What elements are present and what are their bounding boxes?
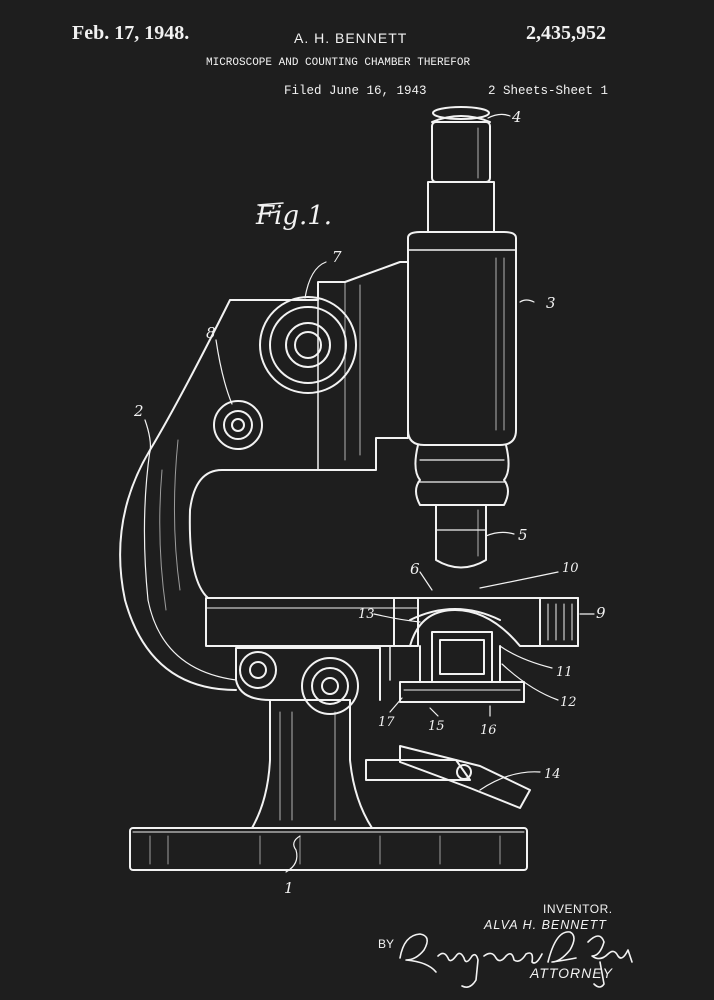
numeral-4: 4 [511, 108, 522, 126]
counting-chamber [379, 608, 525, 703]
leader-lines [144, 113, 595, 873]
inventor-heading: INVENTOR. [543, 902, 613, 916]
patent-date: Feb. 17, 1948. [72, 22, 190, 44]
patent-number: 2,435,952 [526, 22, 606, 44]
sheet-count: 2 Sheets-Sheet 1 [488, 84, 609, 98]
by-label: BY [378, 937, 395, 951]
numeral-1: 1 [284, 879, 294, 897]
numeral-12: 12 [560, 695, 577, 710]
figure-label: Fig.1. [255, 201, 332, 231]
microscope-base [129, 827, 528, 871]
numeral-5: 5 [518, 526, 528, 544]
mirror-lever [365, 745, 531, 809]
body-tube [407, 231, 517, 446]
numeral-10: 10 [562, 561, 579, 576]
filed-date: Filed June 16, 1943 [284, 84, 427, 98]
reference-numerals: 1 2 3 4 5 6 7 8 9 10 11 12 13 14 15 16 1… [133, 108, 606, 897]
fine-focus-knobs [239, 651, 359, 715]
numeral-7: 7 [332, 248, 342, 266]
numeral-15: 15 [428, 719, 445, 734]
patent-title: MICROSCOPE AND COUNTING CHAMBER THEREFOR [206, 57, 471, 69]
attorney-signature [399, 931, 633, 988]
numeral-16: 16 [480, 723, 497, 738]
numeral-9: 9 [596, 604, 606, 622]
microscope-pillar [235, 647, 381, 829]
attorney-label: ATTORNEY [530, 965, 613, 981]
numeral-17: 17 [378, 715, 395, 730]
numeral-8: 8 [206, 324, 216, 342]
numeral-14: 14 [544, 767, 561, 782]
numeral-11: 11 [556, 665, 573, 680]
numeral-3: 3 [546, 294, 556, 312]
coarse-focus-knob [259, 296, 357, 394]
inventor-full-name: ALVA H. BENNETT [484, 918, 607, 932]
inventor-name-header: A. H. BENNETT [294, 30, 408, 46]
microscope-arm [119, 261, 409, 691]
numeral-13: 13 [358, 607, 375, 622]
stage [205, 597, 579, 647]
objective-lens [414, 444, 510, 569]
eyepiece [427, 106, 495, 233]
numeral-6: 6 [410, 560, 420, 578]
figure-label-underline [257, 202, 284, 215]
numeral-2: 2 [133, 402, 144, 420]
small-knob [213, 400, 263, 450]
